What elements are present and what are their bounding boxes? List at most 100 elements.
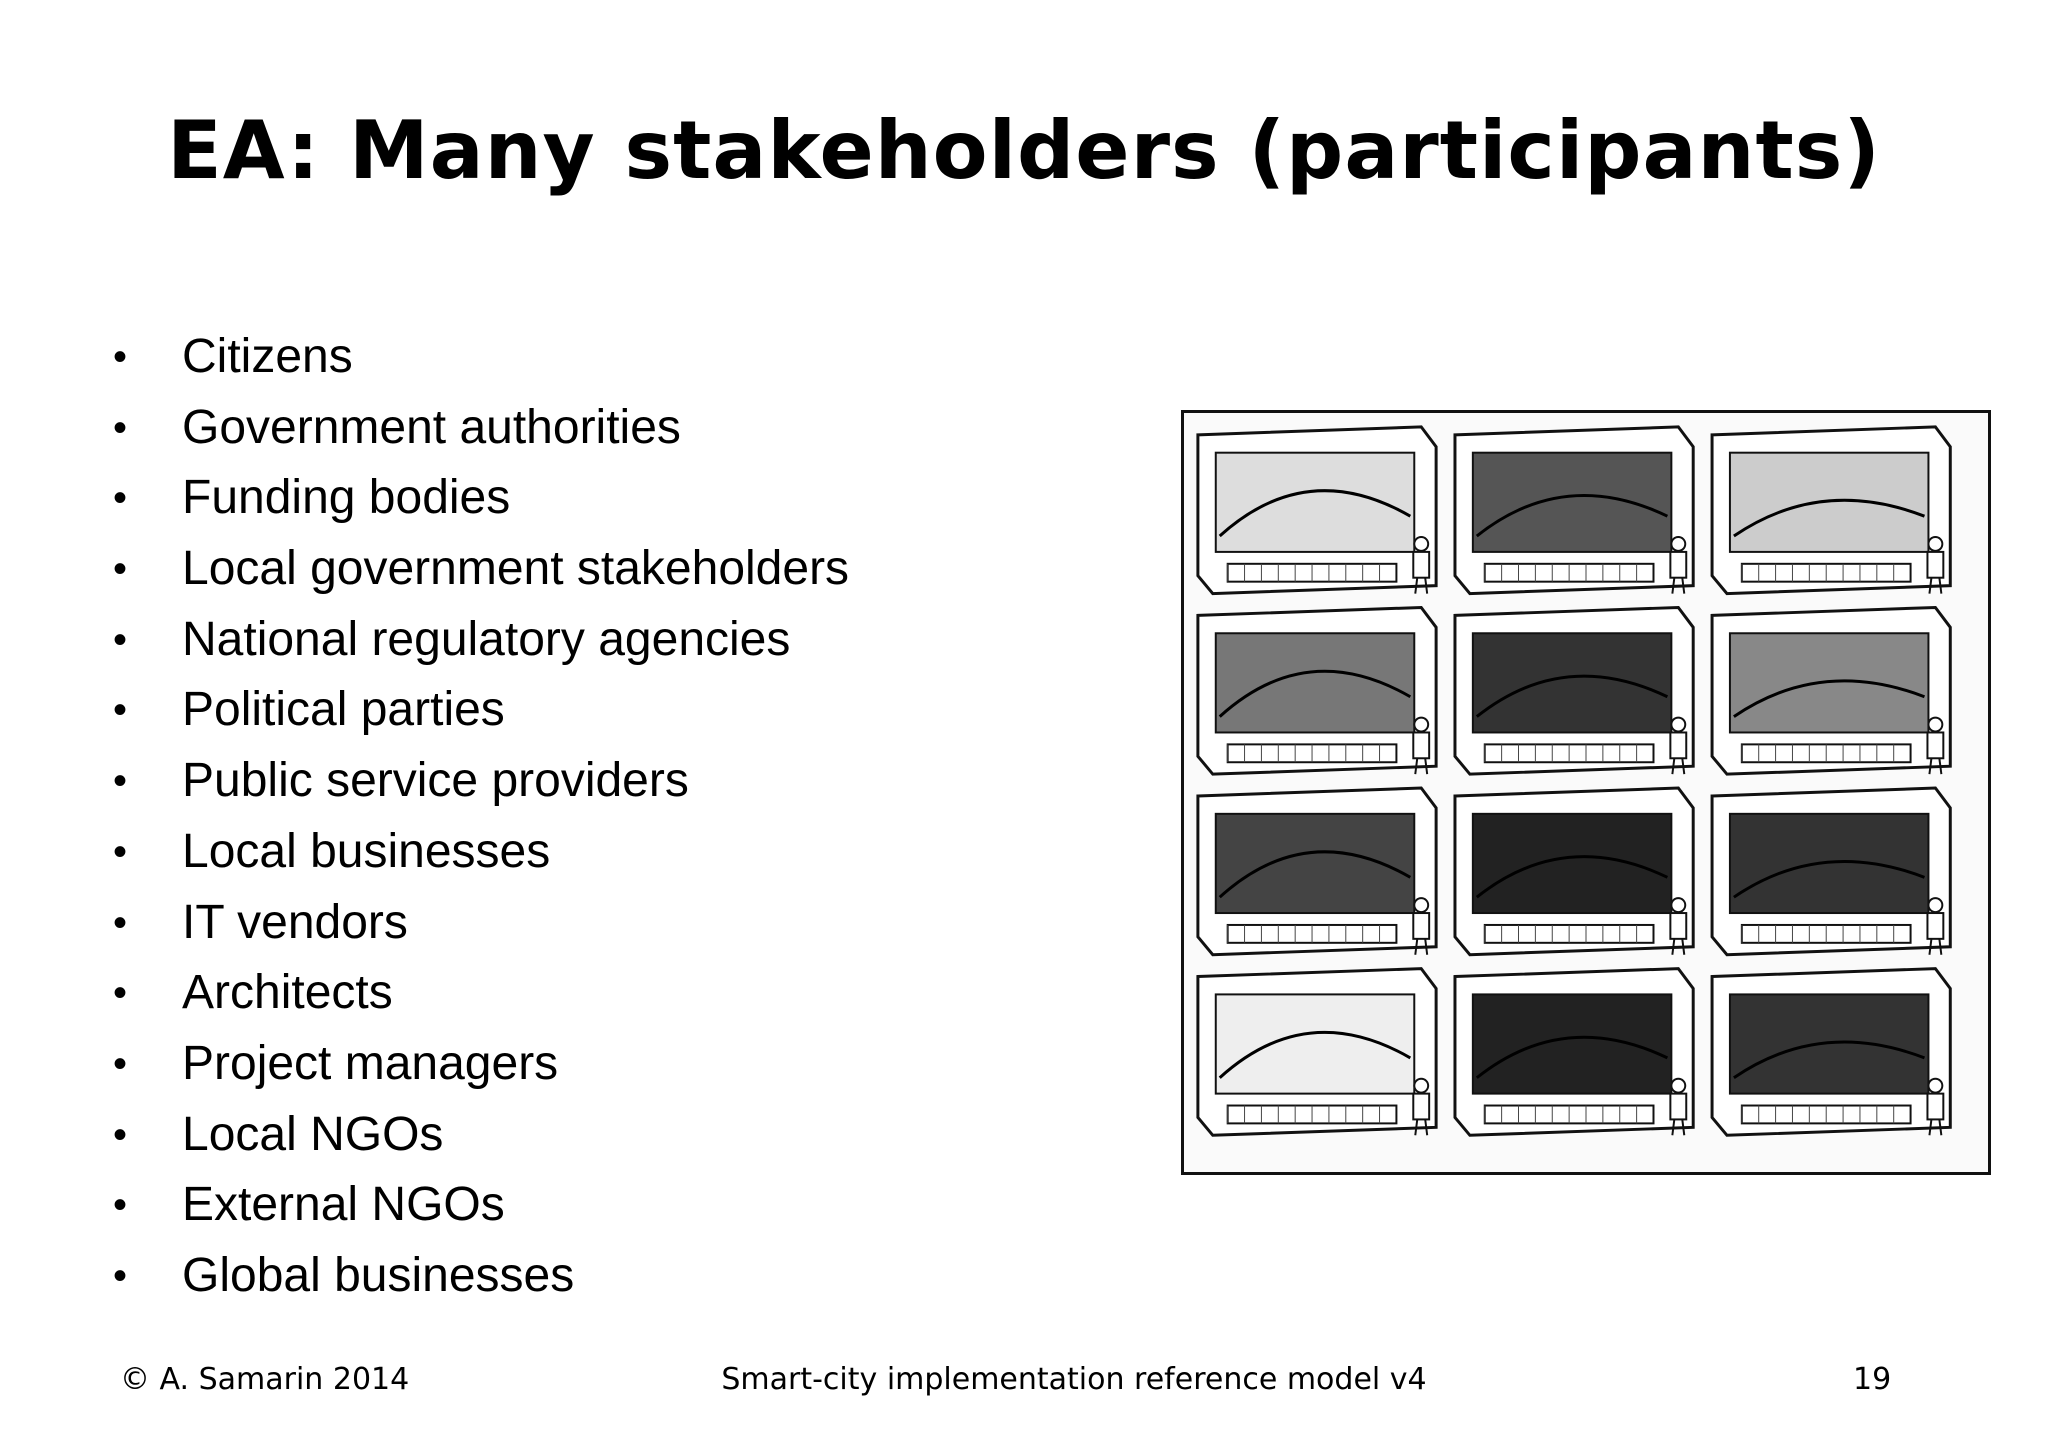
person-leg bbox=[1671, 758, 1676, 775]
bullet-icon: • bbox=[113, 547, 128, 592]
person-body bbox=[1669, 1092, 1688, 1121]
bullet-icon: • bbox=[113, 971, 128, 1016]
list-item: • Government authorities bbox=[110, 393, 849, 464]
person-leg bbox=[1938, 1119, 1943, 1136]
person-leg bbox=[1681, 938, 1686, 955]
person-head bbox=[1413, 897, 1430, 914]
list-item-label: Public service providers bbox=[182, 754, 689, 808]
person-body bbox=[1669, 550, 1688, 579]
elephant-outline bbox=[1733, 498, 1926, 538]
bullet-icon: • bbox=[113, 1253, 128, 1298]
person-leg bbox=[1938, 758, 1943, 775]
person-leg bbox=[1938, 577, 1943, 594]
person-leg bbox=[1928, 1119, 1933, 1136]
bullet-icon: • bbox=[113, 759, 128, 804]
person-body bbox=[1926, 1092, 1945, 1121]
bullet-icon: • bbox=[113, 900, 128, 945]
footer-title: Smart-city implementation reference mode… bbox=[721, 1362, 1427, 1397]
monitor-screen bbox=[1471, 632, 1673, 734]
footer-copyright: © A. Samarin 2014 bbox=[120, 1362, 410, 1397]
person-body bbox=[1926, 731, 1945, 760]
list-item: • Local NGOs bbox=[110, 1100, 849, 1171]
elephant-outline bbox=[1733, 1040, 1926, 1079]
bullet-icon: • bbox=[113, 617, 128, 662]
person-head bbox=[1927, 716, 1944, 733]
bullet-icon: • bbox=[113, 405, 128, 450]
elephant-outline bbox=[1218, 850, 1412, 899]
person-leg bbox=[1938, 938, 1943, 955]
person-leg bbox=[1424, 1119, 1429, 1136]
person-leg bbox=[1414, 758, 1419, 775]
elephant-outline bbox=[1218, 669, 1412, 718]
bullet-icon: • bbox=[113, 829, 128, 874]
elephant-outline bbox=[1218, 489, 1412, 538]
person-head bbox=[1927, 897, 1944, 914]
person-body bbox=[1412, 912, 1431, 940]
bullet-icon: • bbox=[113, 1112, 128, 1157]
person-head bbox=[1670, 716, 1687, 733]
person-body bbox=[1412, 1092, 1431, 1121]
person-head bbox=[1413, 716, 1430, 733]
person-leg bbox=[1424, 758, 1429, 775]
person-body bbox=[1669, 731, 1688, 760]
list-item-label: Local government stakeholders bbox=[182, 542, 850, 596]
person-leg bbox=[1414, 577, 1419, 594]
bullet-icon: • bbox=[113, 335, 128, 379]
elephant-outline bbox=[1733, 859, 1926, 899]
list-item: • Local businesses bbox=[110, 817, 849, 888]
bullet-icon: • bbox=[113, 1183, 128, 1228]
person-body bbox=[1926, 550, 1945, 579]
list-item-label: Funding bodies bbox=[182, 471, 511, 525]
list-item-label: Global businesses bbox=[182, 1248, 575, 1302]
list-item-label: IT vendors bbox=[182, 895, 408, 949]
person-leg bbox=[1671, 577, 1676, 594]
elephant-outline bbox=[1475, 674, 1669, 718]
bullet-icon: • bbox=[113, 1041, 128, 1086]
list-item: • Project managers bbox=[110, 1029, 849, 1100]
bullet-icon: • bbox=[113, 688, 128, 733]
elephant-outline bbox=[1475, 1035, 1669, 1079]
person-head bbox=[1670, 897, 1687, 914]
list-item: • Global businesses bbox=[110, 1241, 849, 1312]
cartoon-drawing bbox=[1196, 425, 1952, 1137]
list-item-label: Local businesses bbox=[182, 824, 551, 878]
person-head bbox=[1927, 536, 1944, 552]
list-item-label: Government authorities bbox=[182, 400, 681, 454]
list-item-label: National regulatory agencies bbox=[182, 612, 791, 666]
list-item: •Funding bodies bbox=[110, 463, 849, 534]
person-leg bbox=[1414, 1119, 1419, 1136]
list-item-label: Citizens bbox=[182, 330, 353, 383]
list-item: • National regulatory agencies bbox=[110, 605, 849, 676]
person-leg bbox=[1671, 1119, 1676, 1136]
person-head bbox=[1413, 1077, 1430, 1094]
slide-title: EA: Many stakeholders (participants) bbox=[167, 104, 1881, 197]
list-item: • Local government stakeholders bbox=[110, 534, 849, 605]
elephant-outline bbox=[1218, 1031, 1412, 1079]
person-head bbox=[1670, 536, 1687, 552]
list-item-label: External NGOs bbox=[182, 1178, 505, 1232]
list-item-label: Local NGOs bbox=[182, 1107, 444, 1161]
elephant-outline bbox=[1475, 494, 1669, 538]
person-body bbox=[1412, 550, 1431, 579]
person-leg bbox=[1681, 1119, 1686, 1136]
person-leg bbox=[1928, 938, 1933, 955]
person-body bbox=[1926, 912, 1945, 940]
person-leg bbox=[1671, 938, 1676, 955]
elephant-outline bbox=[1733, 679, 1926, 718]
list-item: • External NGOs bbox=[110, 1170, 849, 1241]
list-item: • Citizens bbox=[110, 322, 849, 393]
person-leg bbox=[1681, 758, 1686, 775]
monitor-screen bbox=[1471, 451, 1673, 553]
person-leg bbox=[1424, 577, 1429, 594]
list-item: • IT vendors bbox=[110, 888, 849, 959]
list-item: • Architects bbox=[110, 958, 849, 1029]
person-leg bbox=[1424, 938, 1429, 955]
person-leg bbox=[1928, 577, 1933, 594]
list-item-label: Political parties bbox=[182, 683, 505, 737]
elephant-outline bbox=[1475, 855, 1669, 899]
list-item-label: Project managers bbox=[182, 1036, 559, 1090]
monitor-screen bbox=[1471, 993, 1673, 1095]
monitor-screen bbox=[1471, 812, 1673, 915]
list-item-label: Architects bbox=[182, 966, 393, 1020]
person-head bbox=[1413, 536, 1430, 552]
